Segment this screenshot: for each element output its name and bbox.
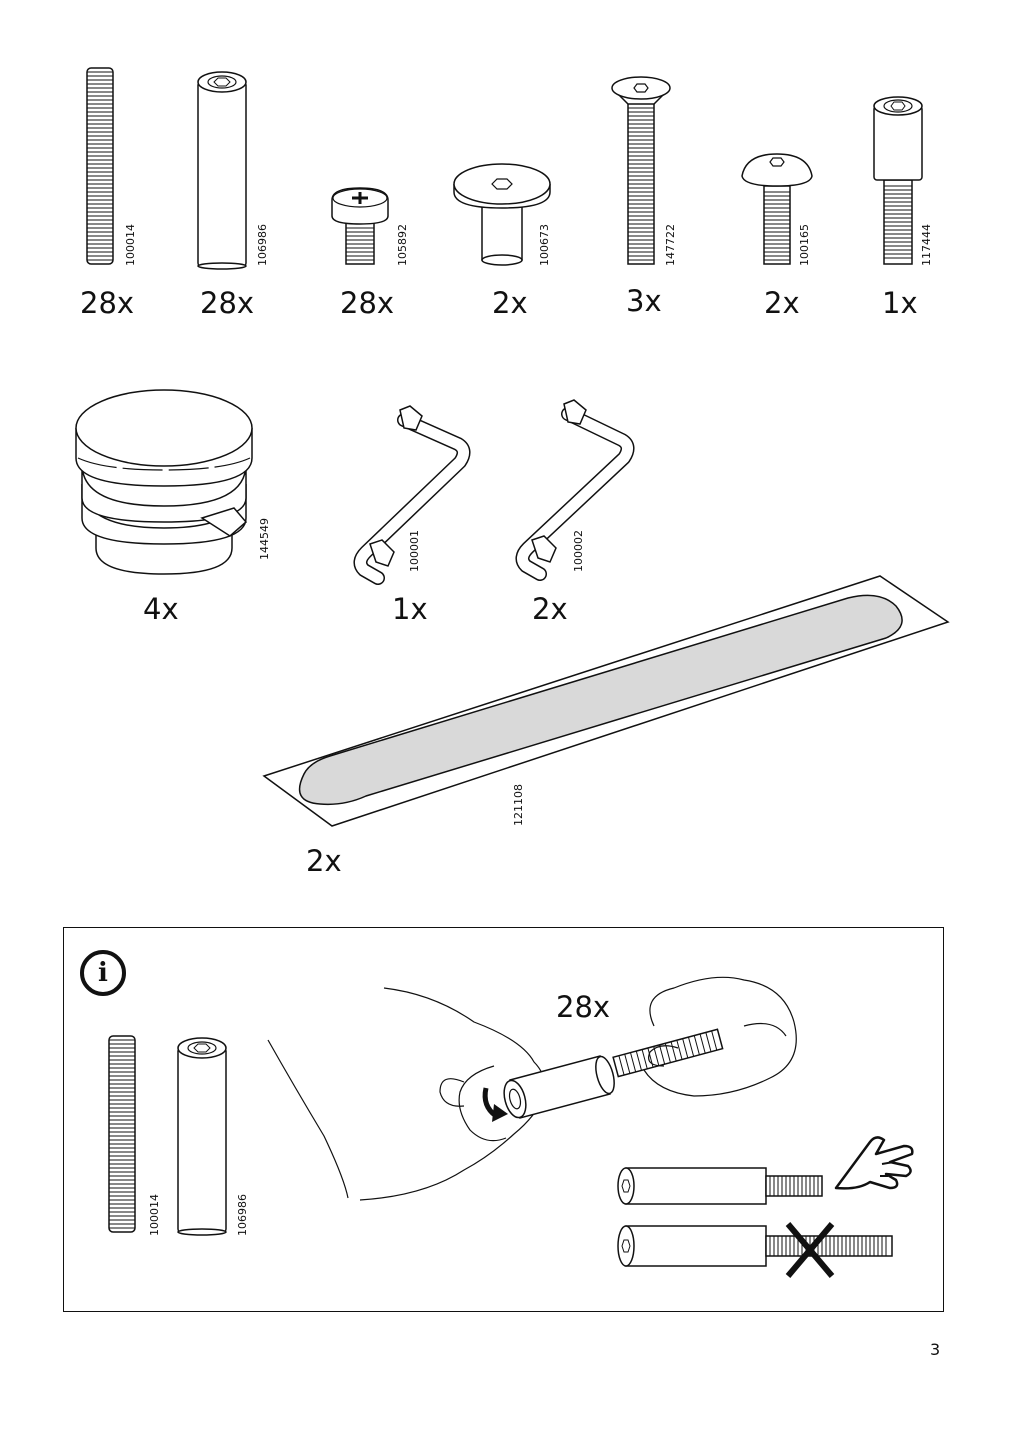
part-code: 121108 xyxy=(512,784,525,826)
part-quantity: 2x xyxy=(764,286,800,320)
part-quantity: 3x xyxy=(626,284,662,318)
barrel-nut-icon xyxy=(197,71,247,270)
part-quantity: 4x xyxy=(143,592,179,626)
part-code: 100165 xyxy=(798,224,811,266)
part-quantity: 28x xyxy=(340,286,395,320)
adhesive-strip-icon xyxy=(262,575,950,827)
sleeve-screw-icon xyxy=(873,96,923,265)
part-quantity: 28x xyxy=(200,286,255,320)
part-quantity: 2x xyxy=(532,592,568,626)
part-code: 144549 xyxy=(258,518,271,560)
button-head-screw-icon xyxy=(741,153,813,265)
pan-head-screw-icon xyxy=(331,187,389,265)
part-code: 105892 xyxy=(396,224,409,266)
foot-cap-icon xyxy=(75,389,253,575)
part-quantity: 1x xyxy=(392,592,428,626)
part-code: 100673 xyxy=(538,224,551,266)
incorrect-assembly-icon xyxy=(617,1222,893,1278)
info-quantity: 28x xyxy=(556,990,611,1024)
info-panel xyxy=(63,927,944,1312)
threaded-rod-icon xyxy=(108,1035,136,1233)
allen-key-icon xyxy=(515,399,635,581)
page-number: 3 xyxy=(930,1340,941,1359)
info-icon: i xyxy=(80,950,126,996)
part-quantity: 2x xyxy=(306,844,342,878)
part-code: 106986 xyxy=(256,224,269,266)
part-code: 117444 xyxy=(920,224,933,266)
info-symbol: i xyxy=(98,958,108,988)
countersunk-screw-icon xyxy=(611,76,671,265)
part-code: 100014 xyxy=(148,1194,161,1236)
part-code: 106986 xyxy=(236,1194,249,1236)
threaded-rod-icon xyxy=(86,67,114,265)
connector-bolt-icon xyxy=(453,163,551,266)
part-code: 100001 xyxy=(408,530,421,572)
part-quantity: 1x xyxy=(882,286,918,320)
part-quantity: 2x xyxy=(492,286,528,320)
part-code: 100014 xyxy=(124,224,137,266)
part-code: 100002 xyxy=(572,530,585,572)
allen-key-icon xyxy=(353,405,471,585)
part-quantity: 28x xyxy=(80,286,135,320)
hands-assembly-illustration xyxy=(267,976,797,1201)
part-code: 147722 xyxy=(664,224,677,266)
barrel-nut-icon xyxy=(177,1037,227,1236)
correct-assembly-icon xyxy=(617,1167,823,1205)
pointing-hand-icon xyxy=(834,1136,914,1190)
